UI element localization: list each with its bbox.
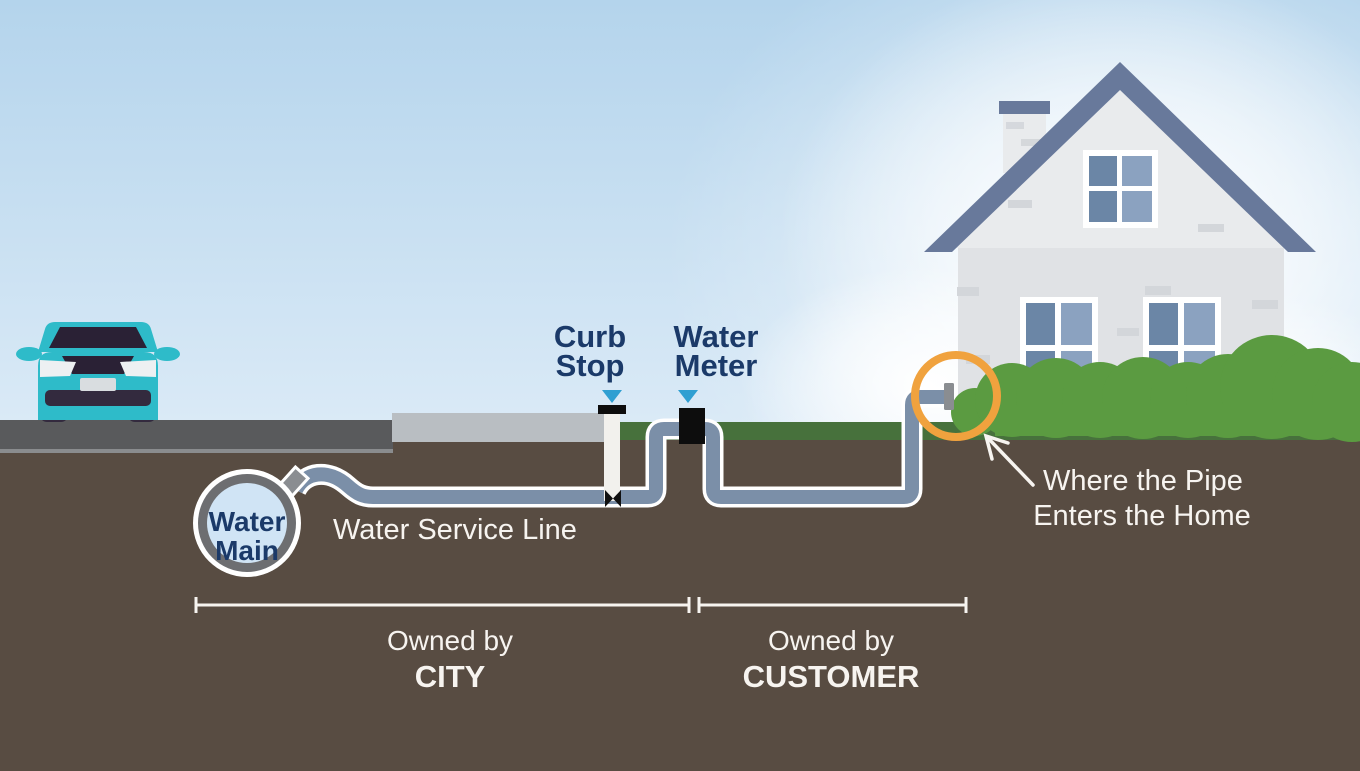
car-headlight-left — [40, 360, 76, 377]
car-headlight-right — [120, 360, 156, 377]
customer-ownership-line1: Owned by — [768, 625, 894, 656]
water-meter-marker-icon — [678, 390, 698, 403]
water-service-line-label: Water Service Line — [333, 514, 577, 546]
chimney-cap — [999, 101, 1050, 114]
bushes — [951, 335, 1360, 442]
curb-stop-marker-icon — [602, 390, 622, 403]
car-license-plate — [80, 378, 116, 391]
curb-stop-cap — [598, 405, 626, 414]
car-windshield — [49, 327, 147, 348]
pipe-entry-label-line2: Enters the Home — [1033, 500, 1251, 532]
water-meter-box — [679, 408, 705, 444]
customer-bracket — [697, 597, 968, 613]
sidewalk — [392, 413, 604, 442]
roof — [924, 62, 1316, 252]
water-main-label-line1: Water — [209, 506, 286, 537]
chimney-brick-marks — [1006, 122, 1041, 146]
customer-ownership-line2: CUSTOMER — [743, 659, 920, 694]
city-ownership-line1: Owned by — [387, 625, 513, 656]
curb-stop-riser — [604, 413, 620, 501]
pipe-entry-highlight-circle — [911, 351, 1001, 441]
water-meter-label-line1: Water — [674, 319, 759, 354]
water-main-pipe-bore — [207, 483, 287, 563]
attic-window — [1083, 150, 1158, 228]
road — [0, 420, 393, 449]
car-mirror-right — [154, 347, 180, 361]
water-main: Water Main — [193, 464, 311, 577]
curb-stop-label-line1: Curb — [554, 319, 626, 354]
curb-stop-label-line2: Stop — [556, 348, 625, 383]
water-main-label-line2: Main — [215, 535, 279, 566]
city-bracket — [194, 597, 691, 613]
city-ownership-line2: CITY — [415, 659, 486, 694]
pipe-entry-label-line1: Where the Pipe — [1043, 465, 1243, 497]
pipe-entry-arrow-icon — [983, 433, 1035, 487]
water-meter-label-line2: Meter — [675, 348, 758, 383]
car — [16, 322, 180, 422]
car-grille — [62, 356, 134, 374]
entry-flange — [944, 383, 954, 410]
curb-stop-valve-icon — [605, 490, 621, 507]
road-edge — [0, 449, 393, 453]
curb-stop — [598, 405, 626, 507]
car-bumper — [45, 390, 151, 406]
car-mirror-left — [16, 347, 42, 361]
